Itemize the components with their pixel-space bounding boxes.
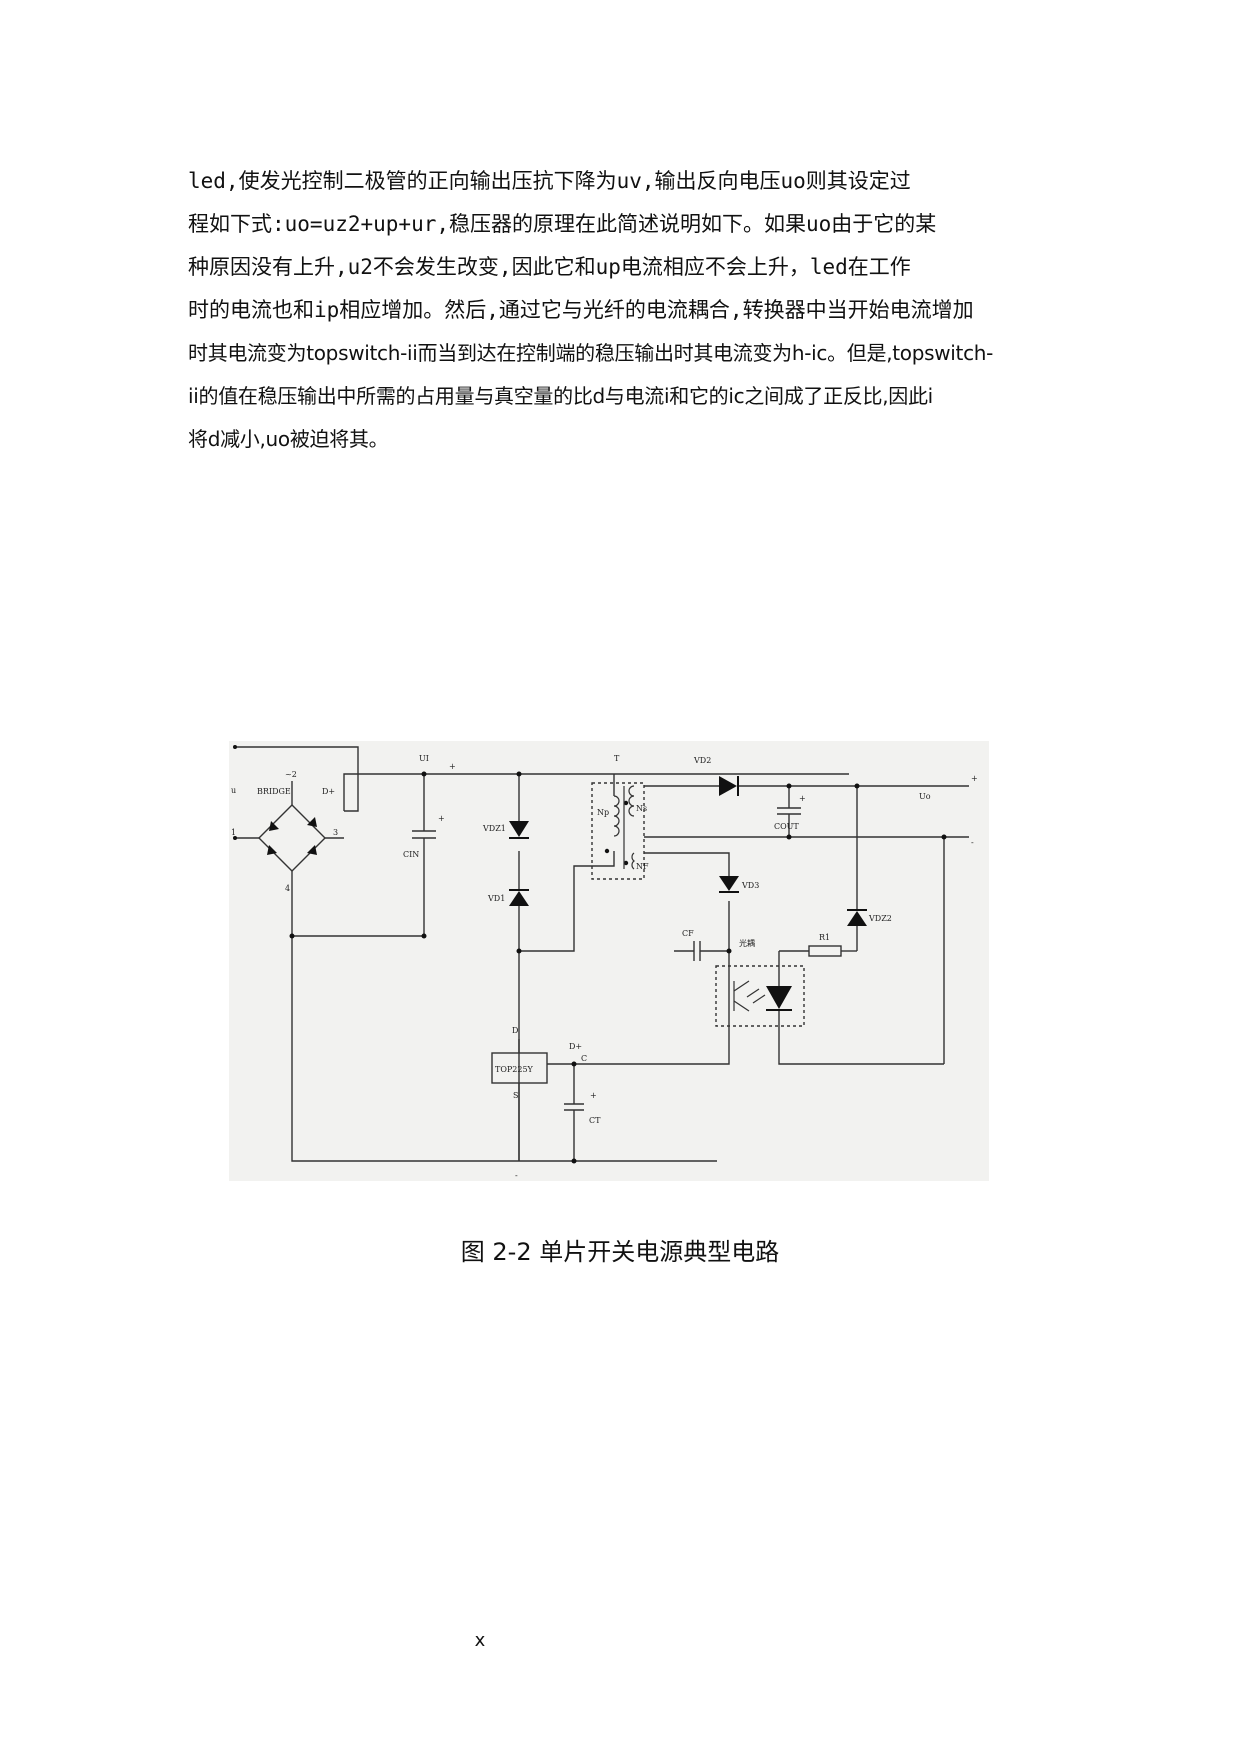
label-vd3: VD3 (741, 881, 759, 890)
label-c-pin: C (581, 1054, 587, 1063)
body-paragraph: led,使发光控制二极管的正向输出压抗下降为uv,输出反向电压uo则其设定过 程… (188, 160, 1060, 461)
label-vdz2: VDZ2 (868, 914, 892, 923)
label-uo: Uo (919, 792, 931, 801)
label-cin: CIN (403, 850, 419, 859)
paragraph-line-5: 时其电流变为topswitch-ii而当到达在控制端的稳压输出时其电流变为h-i… (188, 341, 994, 365)
label-cf: CF (682, 929, 694, 938)
paragraph-line-7: 将d减小,uo被迫将其。 (188, 427, 389, 451)
circuit-diagram: u 1 ~2 3 4 BRIDGE D+ UI + CIN + VDZ1 VD1… (229, 741, 989, 1181)
label-pin3: 3 (333, 828, 338, 837)
paragraph-line-4: 时的电流也和ip相应增加。然后,通过它与光纤的电流耦合,转换器中当开始电流增加 (188, 298, 974, 322)
label-pin1: 1 (231, 828, 236, 837)
label-pin2: ~2 (285, 770, 297, 779)
label-out-minus: - (971, 838, 974, 847)
label-u: u (231, 786, 236, 795)
label-d-pin: D (512, 1026, 518, 1035)
label-top225y: TOP225Y (495, 1065, 534, 1074)
label-r1: R1 (819, 933, 830, 942)
label-optocoupler: 光耦 (739, 938, 755, 948)
label-out-plus: + (971, 774, 978, 783)
label-cin-plus: + (438, 814, 445, 823)
label-vdz1: VDZ1 (482, 824, 506, 833)
label-ground: - (515, 1171, 518, 1180)
label-nf: NF (636, 862, 649, 871)
label-np: Np (597, 808, 609, 817)
paragraph-line-2: 程如下式:uo=uz2+up+ur,稳压器的原理在此简述说明如下。如果uo由于它… (188, 212, 937, 236)
label-ns: Ns (636, 804, 647, 813)
label-ct: CT (589, 1116, 601, 1125)
label-pin4: 4 (285, 884, 290, 893)
label-t: T (614, 754, 620, 763)
label-cout: COUT (774, 822, 799, 831)
page-number: x (474, 1630, 486, 1651)
paragraph-line-3: 种原因没有上升,u2不会发生改变,因此它和up电流相应不会上升，led在工作 (188, 255, 911, 279)
label-cout-plus: + (799, 794, 806, 803)
paragraph-line-1: led,使发光控制二极管的正向输出压抗下降为uv,输出反向电压uo则其设定过 (188, 169, 911, 193)
label-dplus-left: D+ (322, 787, 335, 796)
label-ui: UI (419, 754, 429, 763)
label-s-pin: S (513, 1091, 518, 1100)
label-vd2: VD2 (693, 756, 711, 765)
label-vd1: VD1 (487, 894, 505, 903)
label-plus-top: + (449, 762, 456, 771)
label-dplus-right: D+ (569, 1042, 582, 1051)
label-ct-plus: + (590, 1091, 597, 1100)
label-bridge: BRIDGE (257, 787, 291, 796)
figure-caption: 图 2-2 单片开关电源典型电路 (460, 1238, 780, 1266)
paragraph-line-6: ii的值在稳压输出中所需的占用量与真空量的比d与电流i和它的ic之间成了正反比,… (188, 384, 933, 408)
